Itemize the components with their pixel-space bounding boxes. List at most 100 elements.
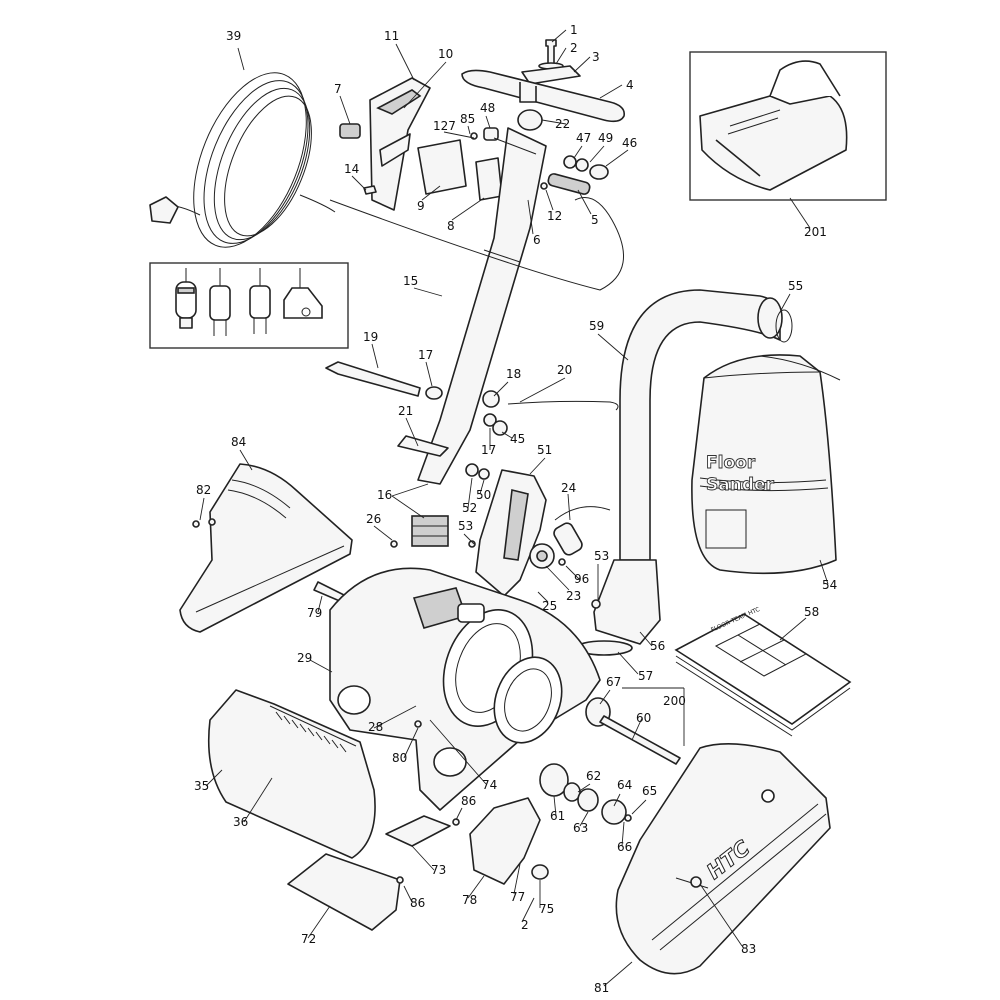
power-cord — [149, 72, 336, 248]
part-label: 39 — [226, 29, 241, 43]
leader-line — [617, 651, 639, 675]
leader-line — [597, 333, 629, 361]
part-label: 26 — [366, 512, 381, 526]
part-label: 67 — [606, 675, 621, 689]
part-label: 59 — [589, 319, 604, 333]
side-cover: HTC — [615, 743, 831, 975]
part-label: 51 — [537, 443, 552, 457]
part-label: 9 — [417, 199, 425, 213]
leader-line — [443, 131, 475, 139]
part-label: 86 — [410, 896, 425, 910]
part-label: 80 — [392, 751, 407, 765]
plate — [385, 815, 451, 847]
inset-panel-complete-machine — [689, 51, 887, 201]
belt-cover — [469, 797, 549, 885]
leader-line — [429, 719, 487, 785]
part-label: 85 — [460, 112, 475, 126]
leader-line — [455, 807, 463, 821]
leader-line — [467, 125, 471, 135]
part-label: 58 — [804, 605, 819, 619]
leader-line — [537, 591, 549, 603]
part-label: 25 — [542, 599, 557, 613]
part-label: 18 — [506, 367, 521, 381]
leader-line — [545, 189, 554, 211]
cable — [507, 400, 619, 411]
leader-line — [521, 897, 535, 923]
part-label: 8 — [447, 219, 455, 233]
leader-line — [555, 47, 567, 65]
part-label: 81 — [594, 981, 609, 995]
part-label: 62 — [586, 769, 601, 783]
part-label: 86 — [461, 794, 476, 808]
leader-line — [577, 783, 591, 793]
part-label: 127 — [433, 119, 456, 133]
leader-line — [405, 417, 419, 447]
part-label: 48 — [480, 101, 495, 115]
bag-label-line2: Sander — [706, 475, 775, 495]
leader-line — [479, 479, 485, 495]
leader-line — [519, 377, 566, 403]
part-label: 79 — [307, 606, 322, 620]
part-label: 61 — [550, 809, 565, 823]
part-label: 17 — [481, 443, 496, 457]
part-label: 63 — [573, 821, 588, 835]
leader-line — [485, 115, 491, 129]
leader-line — [699, 883, 743, 947]
drive-shaft — [539, 697, 681, 825]
leader-line — [603, 961, 633, 987]
part-label: 52 — [462, 501, 477, 515]
leader-line — [577, 189, 592, 215]
leader-line — [243, 777, 273, 823]
part-label: 45 — [510, 432, 525, 446]
leader-line — [451, 197, 485, 221]
part-label: 46 — [622, 136, 637, 150]
part-label: 17 — [418, 348, 433, 362]
part-label: 5 — [591, 213, 599, 227]
leader-line — [467, 477, 473, 509]
part-label: 3 — [592, 50, 600, 64]
part-label: 2 — [570, 41, 578, 55]
part-label: 49 — [598, 131, 613, 145]
plug-variants-panel — [149, 262, 349, 349]
plug-us-icon — [209, 268, 231, 336]
part-label: 53 — [594, 549, 609, 563]
lever — [397, 435, 449, 457]
part-label: 201 — [804, 225, 827, 239]
part-label: 22 — [555, 117, 570, 131]
leader-line — [307, 905, 331, 939]
leader-line — [631, 799, 647, 815]
part-label: 11 — [384, 29, 399, 43]
leader-line — [639, 631, 653, 647]
leader-line — [551, 29, 567, 43]
plug-schuko-icon — [283, 268, 323, 319]
part-label: 28 — [368, 720, 383, 734]
part-label: 74 — [482, 778, 497, 792]
leader-line — [605, 149, 629, 167]
handle-assembly — [461, 39, 626, 195]
leader-line — [425, 361, 433, 387]
small-fittings — [465, 390, 508, 480]
part-label: 200 — [663, 694, 686, 708]
part-label: 20 — [557, 363, 572, 377]
leader-line — [391, 495, 425, 519]
main-chassis — [329, 567, 601, 811]
leader-line — [239, 449, 253, 471]
leader-line — [573, 56, 591, 73]
pin-bolt — [325, 361, 443, 400]
part-label: 60 — [636, 711, 651, 725]
leader-lines — [199, 29, 829, 987]
leader-line — [339, 95, 351, 125]
part-label: 75 — [539, 902, 554, 916]
leader-line — [411, 845, 435, 871]
part-label: 72 — [301, 932, 316, 946]
leader-line — [237, 47, 245, 71]
part-label: 64 — [617, 778, 632, 792]
part-label: 77 — [510, 890, 525, 904]
dust-bag: Floor Sander — [691, 354, 841, 575]
part-label: 35 — [194, 779, 209, 793]
leader-line — [613, 793, 621, 807]
part-label: 6 — [533, 233, 541, 247]
leader-line — [565, 565, 581, 581]
part-label: 14 — [344, 162, 359, 176]
